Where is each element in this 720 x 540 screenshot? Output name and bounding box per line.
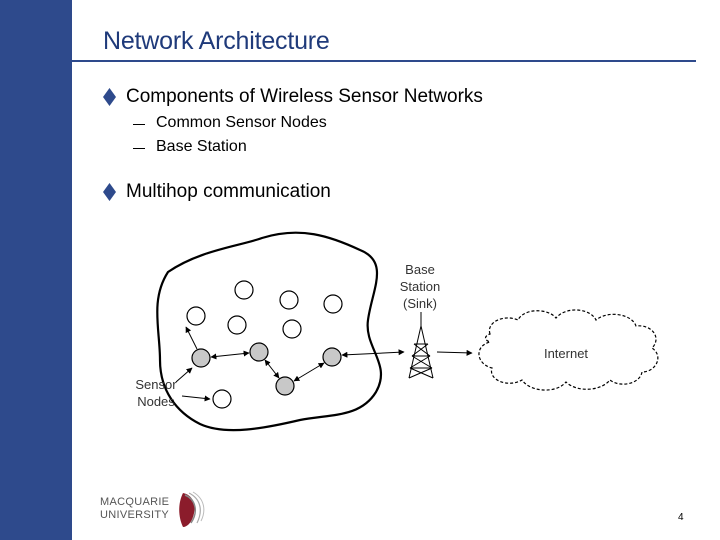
subitem-text: Common Sensor Nodes: [156, 114, 327, 131]
sensor-field-boundary: [156, 231, 383, 432]
sensor-node: [279, 290, 299, 310]
active-sensor-node: [191, 348, 211, 368]
left-accent-bar: [0, 0, 72, 540]
active-sensor-node: [275, 376, 295, 396]
sensor-node: [227, 315, 247, 335]
university-logo: MACQUARIE UNIVERSITY: [100, 489, 207, 529]
sensor-node: [186, 306, 206, 326]
subitem-base-station: Base Station: [133, 138, 247, 156]
hop-arrow: [293, 362, 325, 382]
bullet-components: Components of Wireless Sensor Networks: [103, 86, 483, 108]
sensor-node: [212, 389, 232, 409]
label-pointer: [175, 367, 193, 383]
internet-label: Internet: [544, 346, 588, 361]
dash-icon: [133, 148, 145, 149]
subitem-text: Base Station: [156, 138, 247, 155]
hop-arrow: [185, 326, 198, 350]
base-station-label-line1: Base: [405, 262, 435, 277]
title-rule: [24, 60, 696, 62]
bullet-text: Components of Wireless Sensor Networks: [126, 86, 483, 107]
sensor-node: [323, 294, 343, 314]
active-sensor-node: [322, 347, 342, 367]
subitem-common-sensor-nodes: Common Sensor Nodes: [133, 114, 327, 132]
active-sensor-node: [249, 342, 269, 362]
sensor-nodes-label-line2: Nodes: [137, 394, 175, 409]
label-pointer: [181, 395, 211, 402]
page-number: 4: [678, 512, 684, 523]
hop-arrow: [341, 349, 405, 358]
sensor-node: [234, 280, 254, 300]
hop-arrow: [264, 359, 280, 379]
lighthouse-crest-icon: [179, 491, 205, 527]
hop-arrow: [436, 349, 473, 356]
hop-arrow: [210, 350, 250, 360]
sensor-node: [282, 319, 302, 339]
logo-text: MACQUARIE UNIVERSITY: [100, 496, 169, 522]
slide-title: Network Architecture: [103, 27, 330, 55]
logo-line1: MACQUARIE: [100, 496, 170, 508]
antenna-tower-icon: [408, 312, 434, 379]
bullet-text: Multihop communication: [126, 181, 331, 202]
base-station-label-line3: (Sink): [403, 296, 437, 311]
bullet-multihop: Multihop communication: [103, 181, 331, 203]
internet-cloud: [478, 309, 659, 391]
diamond-bullet-icon: [103, 183, 116, 201]
dash-icon: [133, 124, 145, 125]
diamond-bullet-icon: [103, 88, 116, 106]
base-station-label-line2: Station: [400, 279, 440, 294]
sensor-nodes-label-line1: Sensor: [135, 377, 177, 392]
logo-line2: UNIVERSITY: [100, 509, 170, 521]
